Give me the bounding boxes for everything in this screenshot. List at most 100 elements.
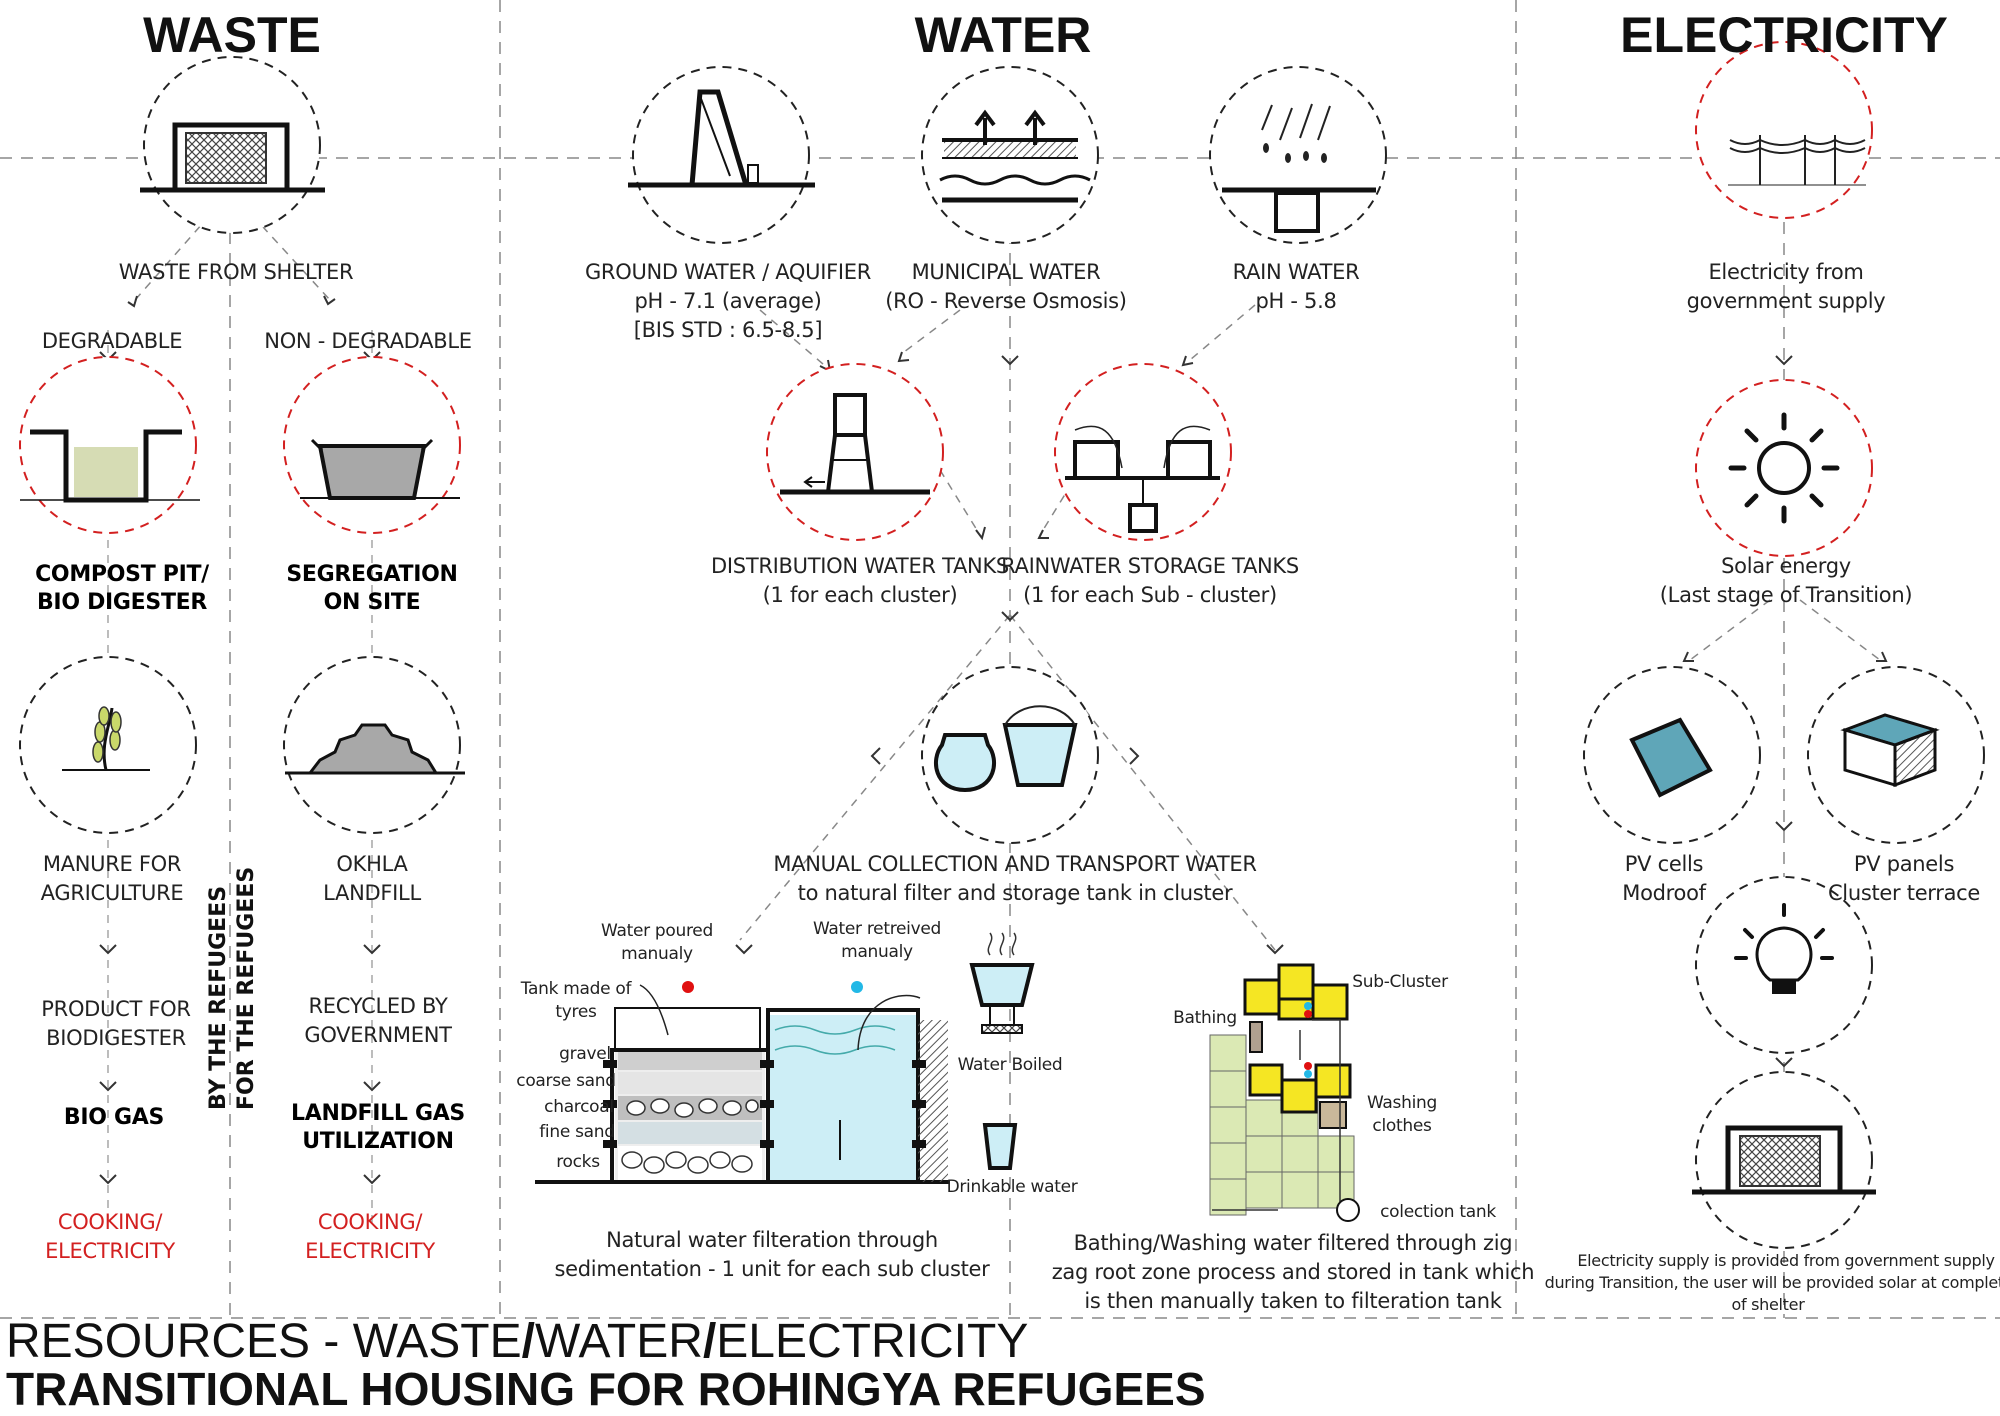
filter-tank-illustration <box>535 981 950 1184</box>
label-municipal-1: MUNICIPAL WATER <box>911 260 1101 284</box>
label-compost-2: BIO DIGESTER <box>36 590 208 615</box>
label-gov-2: government supply <box>1686 289 1886 313</box>
label-okhla-2: LANDFILL <box>323 881 421 905</box>
label-sub-cluster: Sub-Cluster <box>1352 972 1448 992</box>
label-cooking-right-1: COOKING/ <box>317 1210 423 1234</box>
label-solar-2: (Last stage of Transition) <box>1659 583 1913 607</box>
elec-circle-solar[interactable] <box>1695 379 1873 557</box>
heading-waste: WASTE <box>143 7 321 63</box>
flow-lines <box>134 214 1881 951</box>
waste-circle-shelter <box>140 56 325 234</box>
label-bathing: Bathing <box>1173 1008 1237 1028</box>
label-landfill-gas-2: UTILIZATION <box>302 1129 454 1154</box>
label-boiled: Water Boiled <box>957 1055 1063 1075</box>
label-washing-2: clothes <box>1372 1116 1432 1136</box>
label-rain-1: RAIN WATER <box>1232 260 1360 284</box>
label-bathwash-1: Bathing/Washing water filtered through z… <box>1073 1231 1513 1255</box>
label-bathwash-2: zag root zone process and stored in tank… <box>1051 1260 1535 1284</box>
label-pv-panels-2: Cluster terrace <box>1827 881 1981 905</box>
waste-circle-compost[interactable] <box>19 356 200 534</box>
label-segregation-2: ON SITE <box>323 590 421 615</box>
label-ground-2: pH - 7.1 (average) <box>634 289 822 313</box>
water-circle-ground[interactable] <box>628 66 815 244</box>
label-distribution-1: DISTRIBUTION WATER TANKS <box>711 554 1009 578</box>
drinkable-water-icon <box>982 1123 1018 1170</box>
waste-circle-manure[interactable] <box>19 656 197 834</box>
label-coarse: coarse sand <box>516 1071 616 1091</box>
footer-waste: RESOURCES - WASTE <box>6 1315 522 1368</box>
elec-circle-shelter <box>1692 1071 1876 1249</box>
label-manual-2: to natural filter and storage tank in cl… <box>797 881 1233 905</box>
label-retrieved-1: Water retreived <box>812 919 942 939</box>
label-filtration-2: sedimentation - 1 unit for each sub clus… <box>554 1257 990 1281</box>
label-pv-cells-1: PV cells <box>1624 852 1704 876</box>
label-fine: fine sand <box>539 1122 615 1142</box>
label-pv-panels-1: PV panels <box>1853 852 1955 876</box>
water-circle-collection[interactable] <box>921 666 1099 844</box>
label-cooking-left-2: ELECTRICITY <box>45 1239 175 1263</box>
label-cooking-left-1: COOKING/ <box>57 1210 163 1234</box>
heading-electricity: ELECTRICITY <box>1620 7 1948 63</box>
label-note-2: during Transition, the user will be prov… <box>1544 1273 2000 1292</box>
label-degradable: DEGRADABLE <box>41 329 183 353</box>
label-manual-1: MANUAL COLLECTION AND TRANSPORT WATER <box>773 852 1257 876</box>
waste-circle-segregation[interactable] <box>283 356 461 534</box>
label-washing-1: Washing <box>1367 1093 1437 1113</box>
label-for-refugees: FOR THE REFUGEES <box>234 866 259 1110</box>
label-rainstore-2: (1 for each Sub - cluster) <box>1023 583 1277 607</box>
footer-water: WATER <box>534 1315 703 1368</box>
footer-slash-2: / <box>702 1315 717 1368</box>
footer-electricity: ELECTRICITY <box>716 1315 1029 1368</box>
label-rain-2: pH - 5.8 <box>1255 289 1337 313</box>
waste-circle-landfill[interactable] <box>283 656 465 834</box>
elec-circle-pv-panels[interactable] <box>1807 666 1985 844</box>
label-retrieved-2: manualy <box>841 942 913 962</box>
label-recycled-1: RECYCLED BY <box>308 994 448 1018</box>
water-circle-rain[interactable] <box>1209 66 1387 244</box>
label-bathwash-3: is then manually taken to filteration ta… <box>1084 1289 1502 1313</box>
label-tank-1: Tank made of <box>520 979 632 999</box>
label-gov-1: Electricity from <box>1708 260 1864 284</box>
label-solar-1: Solar energy <box>1721 554 1851 578</box>
label-charcoal: charcoal <box>544 1097 614 1117</box>
label-drinkable: Drinkable water <box>946 1177 1078 1197</box>
label-pv-cells-2: Modroof <box>1622 881 1706 905</box>
label-manure-1: MANURE FOR <box>42 852 182 876</box>
label-waste-source: WASTE FROM SHELTER <box>118 260 354 284</box>
label-product-1: PRODUCT FOR <box>41 997 191 1021</box>
label-poured-2: manualy <box>621 944 693 964</box>
label-distribution-2: (1 for each cluster) <box>762 583 958 607</box>
label-ground-1: GROUND WATER / AQUIFIER <box>584 260 872 284</box>
elec-circle-pv-cells[interactable] <box>1583 666 1761 844</box>
footer-title-resources: RESOURCES - WASTE/WATER/ELECTRICITY <box>6 1314 1028 1369</box>
footer-title-housing: TRANSITIONAL HOUSING FOR ROHINGYA REFUGE… <box>6 1363 1206 1415</box>
label-non-degradable: NON - DEGRADABLE <box>264 329 472 353</box>
label-compost-1: COMPOST PIT/ <box>35 562 209 587</box>
label-tank-2: tyres <box>555 1002 597 1022</box>
label-segregation-1: SEGREGATION <box>286 562 458 587</box>
label-okhla-1: OKHLA <box>336 852 408 876</box>
label-filtration-1: Natural water filteration through <box>606 1228 938 1252</box>
water-circle-distribution[interactable] <box>766 363 944 541</box>
label-landfill-gas-1: LANDFILL GAS <box>291 1101 465 1126</box>
heading-water: WATER <box>914 7 1092 63</box>
elec-circle-grid[interactable] <box>1695 41 1873 219</box>
label-manure-2: AGRICULTURE <box>40 881 184 905</box>
label-municipal-2: (RO - Reverse Osmosis) <box>885 289 1127 313</box>
water-circle-municipal[interactable] <box>921 66 1099 244</box>
sub-cluster-plan <box>1209 963 1360 1222</box>
label-biogas: BIO GAS <box>63 1105 165 1130</box>
label-rocks: rocks <box>556 1152 600 1172</box>
label-gravel: gravel <box>559 1044 611 1064</box>
label-recycled-2: GOVERNMENT <box>304 1023 452 1047</box>
label-by-refugees: BY THE REFUGEES <box>206 885 231 1110</box>
label-note-1: Electricity supply is provided from gove… <box>1577 1251 1995 1270</box>
label-collection: colection tank <box>1380 1202 1496 1222</box>
label-poured-1: Water poured <box>601 921 713 941</box>
boiled-water-icon <box>969 932 1035 1034</box>
elec-circle-bulb[interactable] <box>1695 876 1873 1054</box>
label-note-3: of shelter <box>1731 1295 1805 1314</box>
water-circle-rainstorage[interactable] <box>1054 363 1232 541</box>
